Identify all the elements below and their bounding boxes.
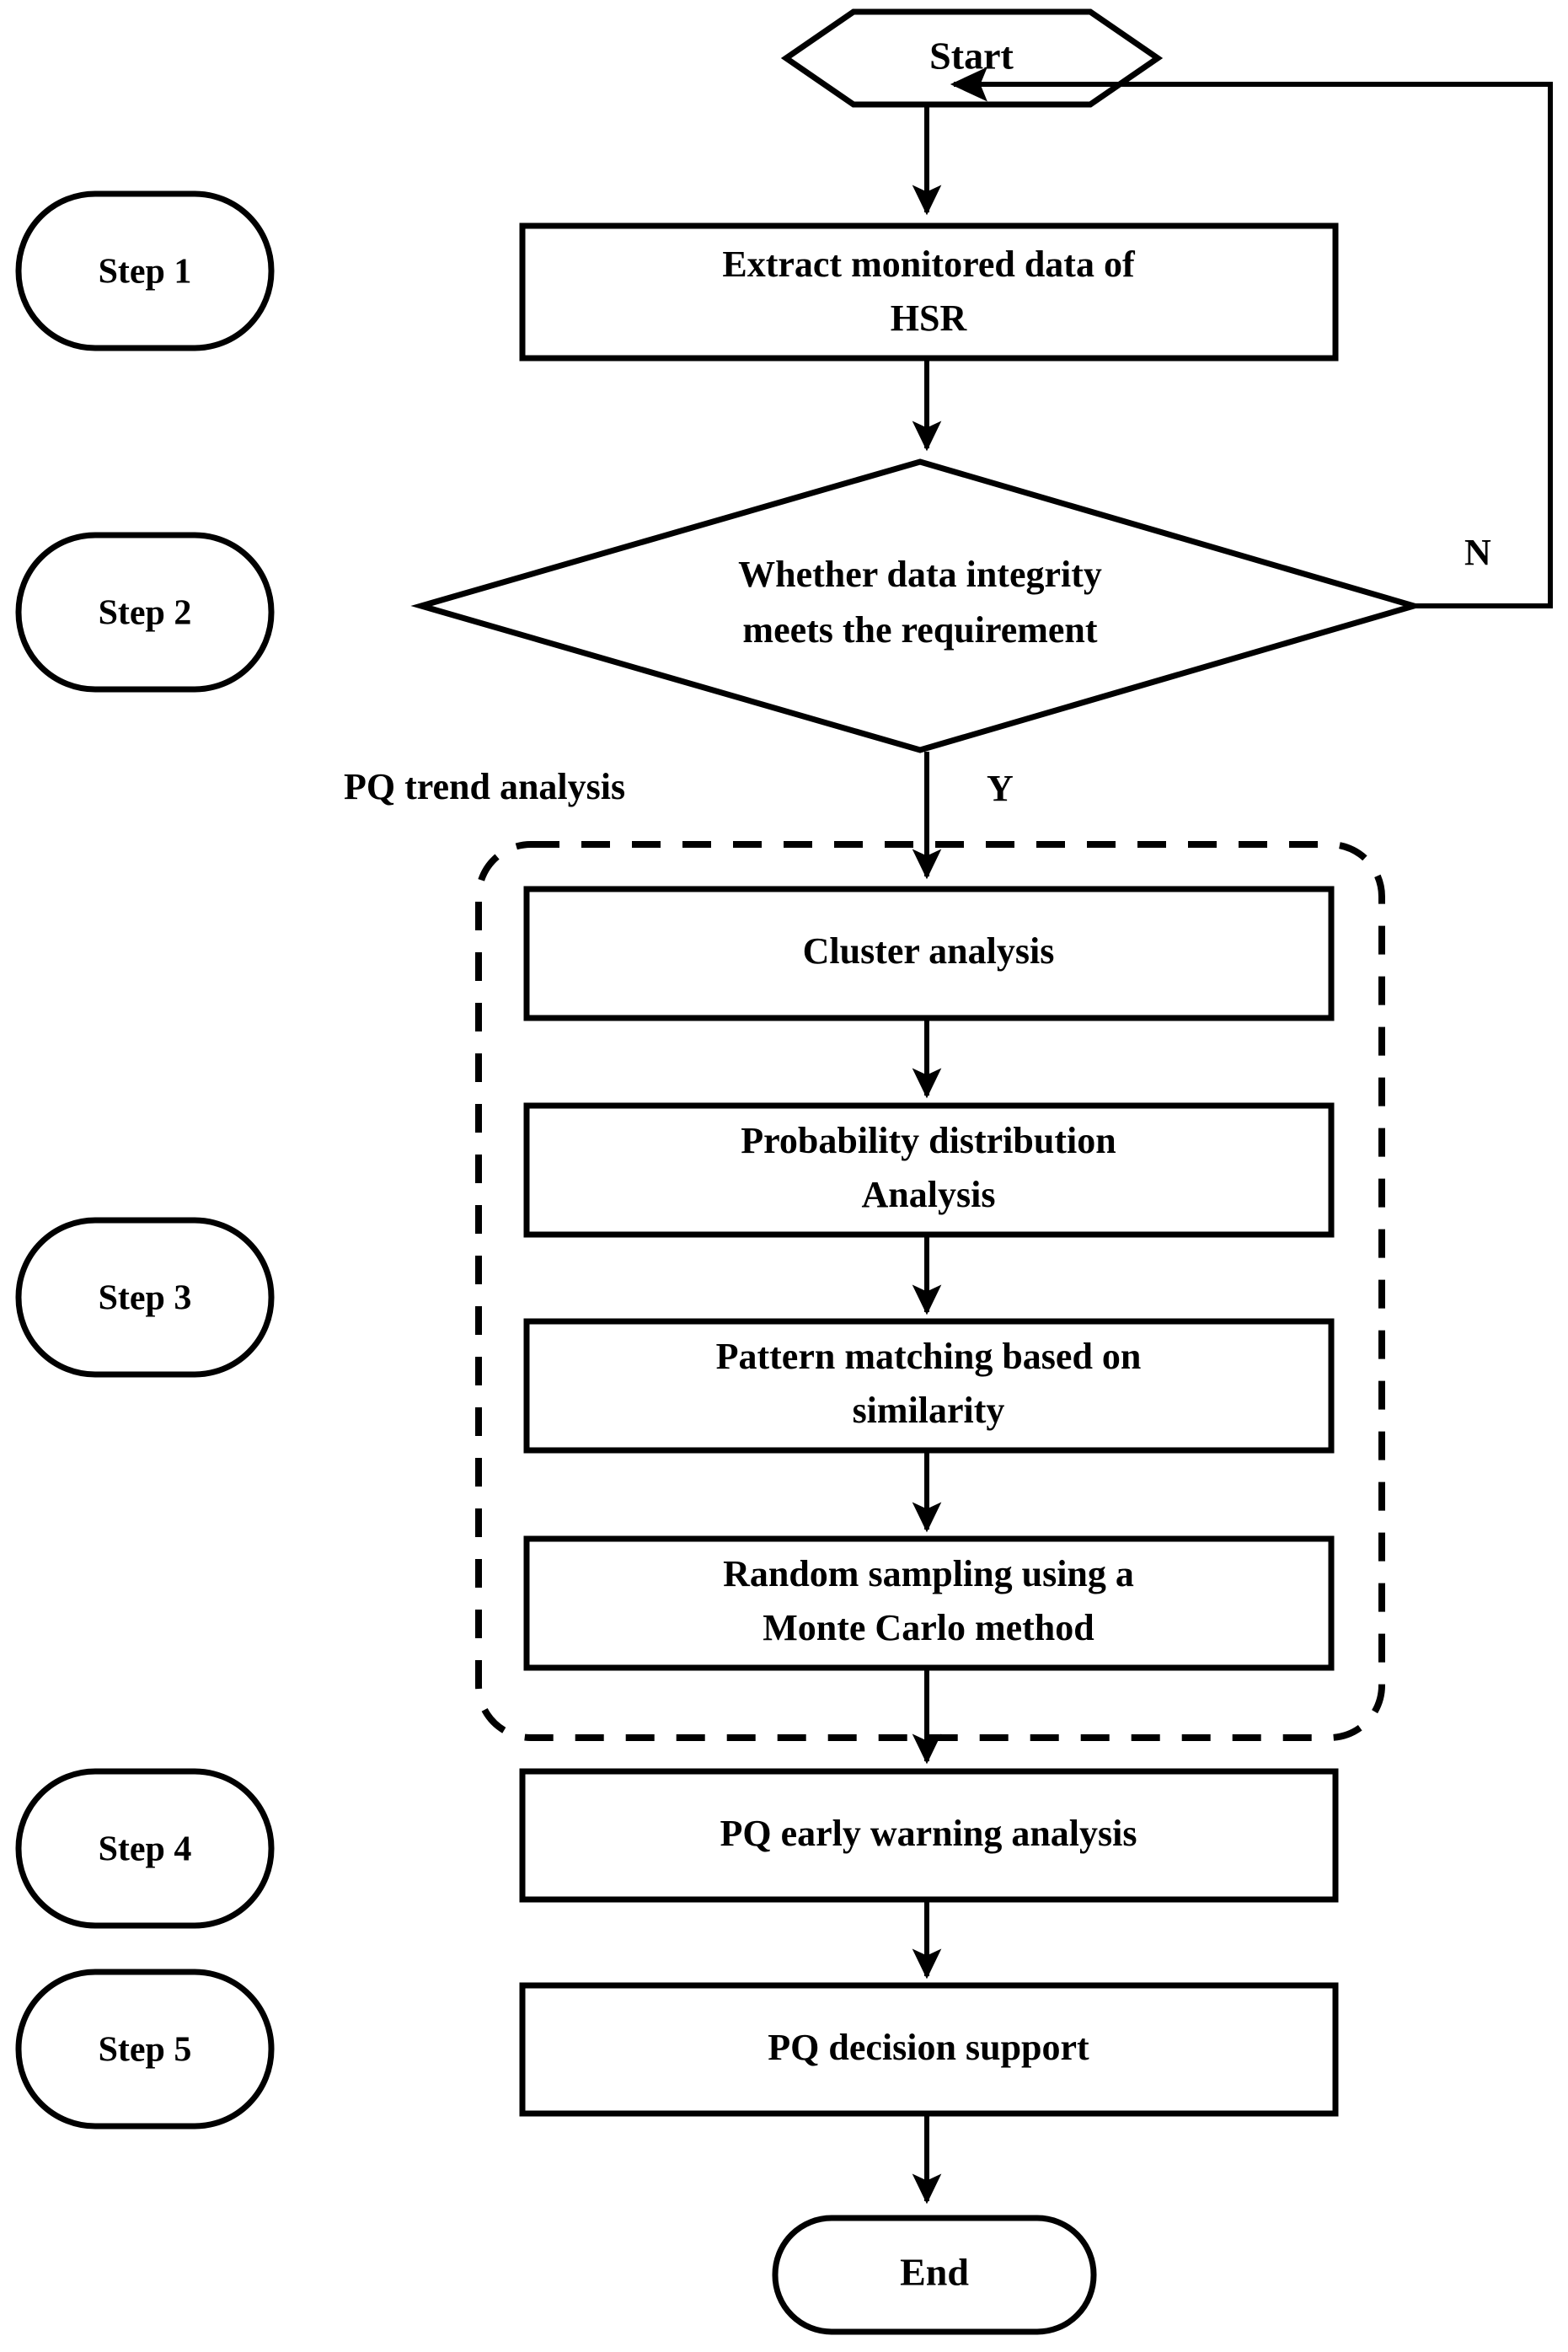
process-monte-carlo-sampling: Random sampling using a Monte Carlo meth… — [523, 1535, 1335, 1671]
step-badge-1-label: Step 1 — [99, 253, 192, 292]
process-monte-carlo-sampling-line1: Random sampling using a — [723, 1553, 1134, 1594]
process-probability-distribution-line1: Probability distribution — [741, 1120, 1116, 1161]
process-extract-data-line1: Extract monitored data of — [722, 244, 1136, 285]
step-badge-3: Step 3 — [15, 1217, 275, 1378]
decision-data-integrity: Whether data integrity meets the require… — [410, 458, 1425, 753]
process-extract-data-line2: HSR — [891, 297, 968, 339]
decision-no-label: N — [1464, 532, 1491, 573]
process-extract-data: Extract monitored data of HSR — [519, 222, 1339, 362]
process-pattern-matching: Pattern matching based on similarity — [523, 1318, 1335, 1454]
process-monte-carlo-sampling-line2: Monte Carlo method — [763, 1607, 1094, 1648]
process-cluster-analysis: Cluster analysis — [523, 886, 1335, 1021]
process-probability-distribution-line2: Analysis — [862, 1174, 996, 1215]
step-badge-2: Step 2 — [15, 532, 275, 693]
step-badge-4: Step 4 — [15, 1768, 275, 1929]
process-pattern-matching-line2: similarity — [853, 1390, 1005, 1431]
process-pq-decision-support: PQ decision support — [519, 1982, 1339, 2117]
edge-no-feedback-loop — [950, 67, 1553, 608]
pq-trend-analysis-caption: PQ trend analysis — [344, 766, 625, 807]
end-terminal: End — [772, 2215, 1097, 2335]
process-probability-distribution: Probability distribution Analysis — [523, 1102, 1335, 1238]
step-badge-4-label: Step 4 — [99, 1830, 192, 1869]
start-terminal: Start — [780, 8, 1164, 108]
process-pattern-matching-line1: Pattern matching based on — [716, 1336, 1142, 1377]
process-pq-decision-support-line1: PQ decision support — [768, 2027, 1089, 2068]
process-pq-early-warning: PQ early warning analysis — [519, 1768, 1339, 1903]
process-pq-early-warning-line1: PQ early warning analysis — [720, 1813, 1137, 1854]
end-label: End — [900, 2251, 969, 2294]
step-badge-2-label: Step 2 — [99, 594, 192, 633]
step-badge-5: Step 5 — [15, 1969, 275, 2130]
step-badge-3-label: Step 3 — [99, 1279, 192, 1318]
start-label: Start — [929, 35, 1014, 78]
step-badge-1: Step 1 — [15, 190, 275, 351]
step-badge-5-label: Step 5 — [99, 2031, 192, 2070]
decision-line1: Whether data integrity — [738, 554, 1102, 595]
decision-yes-label: Y — [987, 768, 1014, 809]
process-cluster-analysis-line1: Cluster analysis — [803, 930, 1055, 972]
decision-line2: meets the requirement — [742, 609, 1097, 651]
